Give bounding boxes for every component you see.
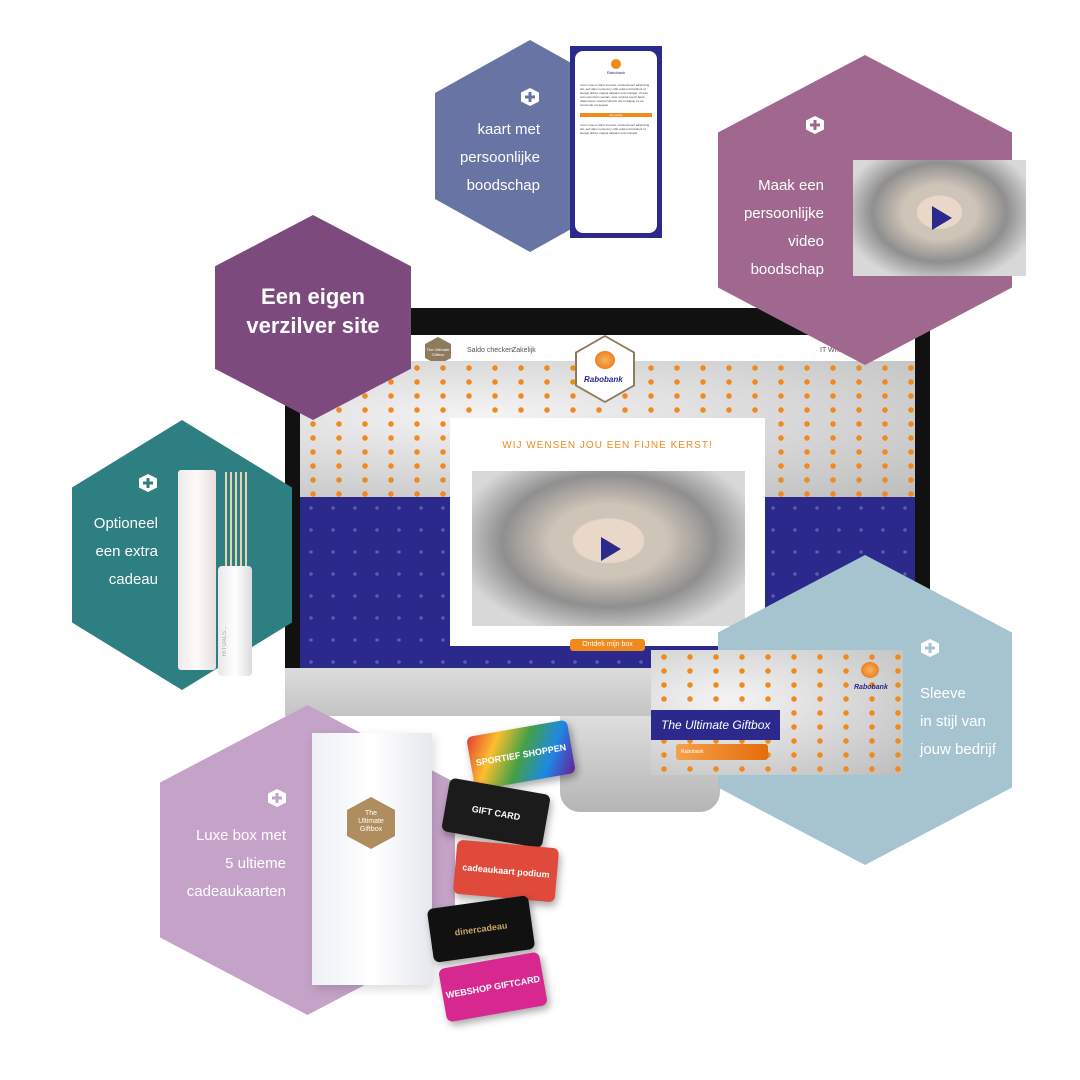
nav-saldo-checken[interactable]: Saldo checken [467, 347, 513, 354]
diffuser-sticks [225, 472, 247, 572]
plus-icon[interactable] [921, 639, 939, 657]
plus-icon[interactable] [521, 88, 539, 106]
gift-card: cadeaukaart podium [452, 839, 560, 903]
nav-zakelijk[interactable]: Zakelijk [512, 347, 536, 354]
rituals-tube [178, 470, 216, 670]
gift-card: GIFT CARD [441, 777, 551, 849]
plus-icon[interactable] [139, 474, 157, 492]
rabobank-logo: Rabobank [575, 335, 635, 403]
play-icon[interactable] [931, 206, 952, 230]
card-button[interactable]: Ga verder [580, 113, 652, 117]
message-card: WIJ WENSEN JOU EEN FIJNE KERST! [450, 418, 765, 646]
plus-icon[interactable] [268, 789, 286, 807]
message-heading: WIJ WENSEN JOU EEN FIJNE KERST! [502, 440, 713, 451]
sleeve-sub: Rabobank [676, 744, 768, 760]
site-title: verzilver site [246, 313, 380, 338]
site-title: Een eigen [261, 284, 365, 309]
gift-card: WEBSHOP GIFTCARD [438, 951, 548, 1023]
sleeve-preview: Rabobank The Ultimate Giftbox Rabobank [651, 650, 903, 775]
play-icon[interactable] [600, 536, 621, 561]
video-player[interactable] [472, 471, 745, 626]
video-thumbnail[interactable] [853, 160, 1026, 276]
cta-button[interactable]: Ontdek mijn box [570, 639, 645, 651]
nav-right[interactable]: IT Wi... [820, 347, 843, 354]
diffuser-bottle: RITUALS... [218, 566, 252, 676]
plus-icon[interactable] [806, 116, 824, 134]
card-preview: Rabobank Lorem ipsum dolor sit amet, con… [570, 46, 662, 238]
sleeve-title: The Ultimate Giftbox [651, 710, 781, 740]
